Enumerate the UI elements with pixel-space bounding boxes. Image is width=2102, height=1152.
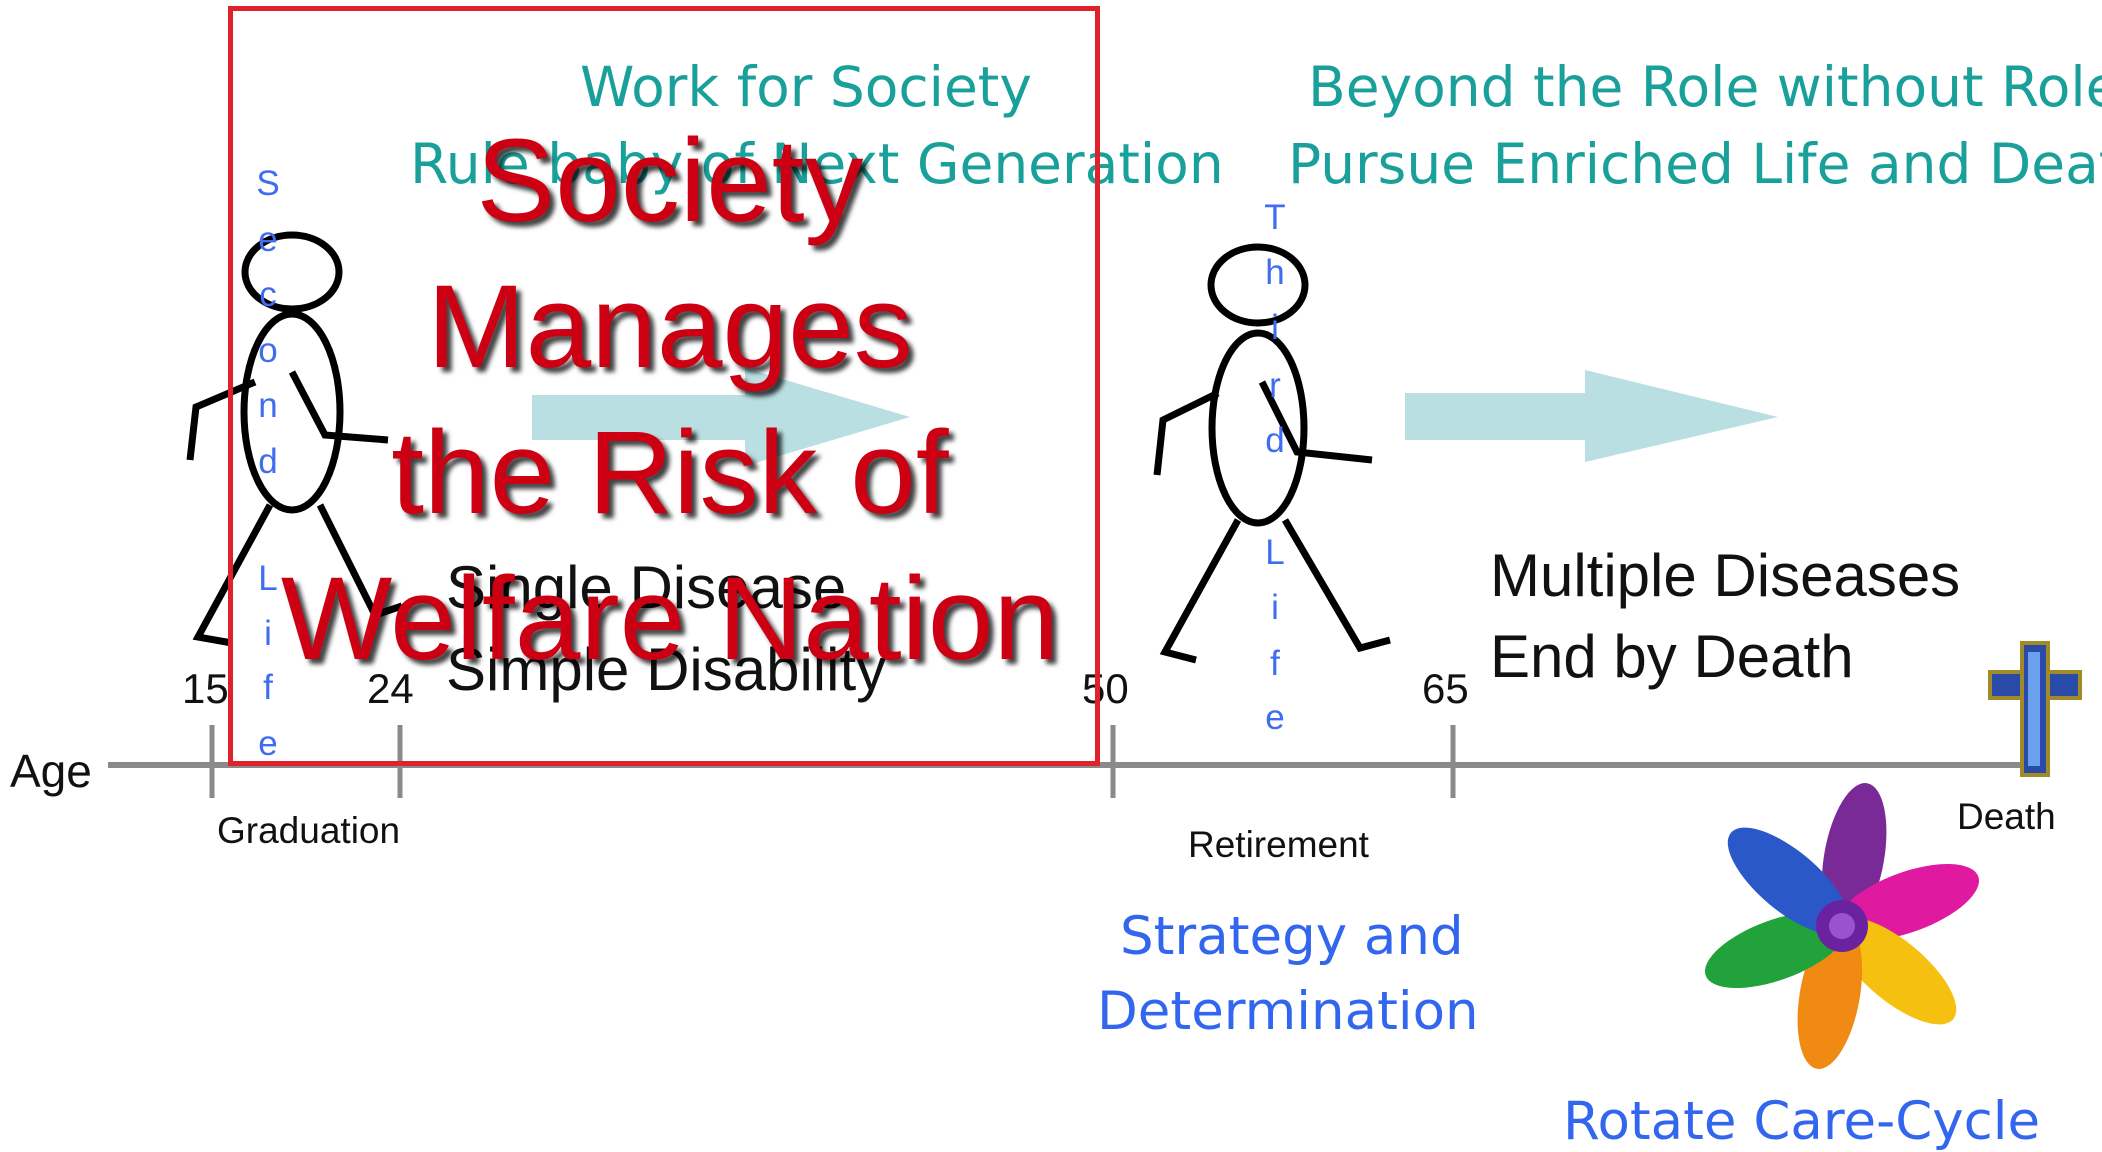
milestone-death: Death <box>1957 796 2056 837</box>
third-life-letter: f <box>1270 644 1280 683</box>
stick-figure-icon <box>186 231 404 647</box>
second-life-letter: f <box>263 668 273 707</box>
third-life-letter: h <box>1265 253 1285 292</box>
second-life-letter: n <box>258 386 278 425</box>
top-right-heading-line2: Pursue Enriched Life and Death <box>1288 132 2102 196</box>
milestone-graduation: Graduation <box>217 810 401 851</box>
strategy-line2: Determination <box>1097 981 1479 1042</box>
overlay-line: the Risk of <box>391 407 949 539</box>
second-life-letter: o <box>258 331 278 370</box>
third-life-letter: T <box>1264 198 1286 237</box>
third-life-letter: L <box>1265 533 1285 572</box>
tick-label-50: 50 <box>1082 665 1129 712</box>
strategy-line1: Strategy and <box>1120 906 1464 967</box>
arrow-right-icon <box>1405 370 1778 462</box>
stick-figure-icon <box>1153 243 1391 664</box>
second-life-letter: d <box>258 442 278 481</box>
second-life-letter: e <box>258 724 278 763</box>
second-life-letter: e <box>258 220 278 259</box>
top-left-heading-line1: Work for Society <box>580 55 1032 119</box>
milestone-retirement: Retirement <box>1188 824 1369 865</box>
second-life-letter: L <box>258 559 278 598</box>
second-life-letter: S <box>256 164 280 203</box>
overlay-line: Welfare Nation <box>280 553 1060 685</box>
care-cycle-label: Rotate Care-Cycle <box>1563 1091 2041 1152</box>
third-life-letter: i <box>1271 588 1279 627</box>
third-life-letter: e <box>1265 698 1285 737</box>
stage-left-line2: Simple Disability <box>446 636 887 703</box>
arrow-right-icon <box>532 368 910 466</box>
tick-label-65: 65 <box>1422 665 1469 712</box>
stage-left-line1: Single Disease <box>446 554 847 621</box>
second-life-letter: c <box>259 275 277 314</box>
stage-right-line1: Multiple Diseases <box>1490 542 1961 609</box>
third-life-letter: d <box>1265 421 1285 460</box>
overlay-line: Society <box>476 115 864 247</box>
top-left-heading-line2: Rule baby of Next Generation <box>410 132 1224 196</box>
axis-label-age: Age <box>10 745 92 797</box>
tick-label-15: 15 <box>182 665 229 712</box>
third-life-letter: r <box>1269 366 1281 405</box>
overlay-highlight-box <box>228 6 1100 766</box>
cross-icon <box>1988 641 2082 777</box>
overlay-message: Society Manages the Risk of Welfare Nati… <box>210 108 1130 692</box>
stage-right-line2: End by Death <box>1490 623 1854 690</box>
pinwheel-icon <box>1705 783 1979 1069</box>
second-life-letter: i <box>264 614 272 653</box>
top-right-heading-line1: Beyond the Role without Role <box>1308 55 2102 119</box>
third-life-letter: i <box>1271 308 1279 347</box>
overlay-line: Manages <box>427 261 913 393</box>
tick-label-24: 24 <box>367 665 414 712</box>
